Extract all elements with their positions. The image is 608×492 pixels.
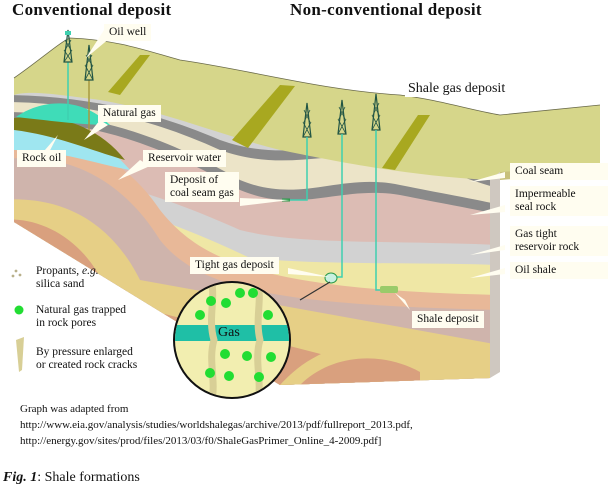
label-oil-shale: Oil shale [510, 262, 608, 279]
label-oil-well: Oil well [104, 24, 152, 41]
propant-dots-icon [11, 269, 22, 278]
tight-gas-magnifier [173, 281, 291, 399]
gas-well-3 [371, 93, 398, 293]
rock-crack-icon [16, 337, 24, 372]
legend-natural-gas: Natural gas trapped in rock pores [36, 304, 127, 329]
legend-propants: Propants, e.g. silica sand [36, 265, 99, 290]
gas-well-2 [324, 99, 347, 284]
label-impermeable-seal-rock: Impermeable seal rock [510, 186, 608, 216]
green-dot-icon [14, 305, 24, 315]
surface-layer [14, 38, 600, 180]
callout-pointers [38, 30, 505, 310]
source-url-1[interactable]: http://www.eia.gov/analysis/studies/worl… [20, 419, 413, 431]
oil-well-2 [84, 44, 94, 130]
legend-rock-cracks: By pressure enlarged or created rock cra… [36, 346, 138, 371]
label-gas-tight-reservoir-rock: Gas tight reservoir rock [510, 226, 608, 256]
gas-pores [195, 288, 276, 382]
label-coal-seam: Coal seam [510, 163, 608, 180]
label-gas: Gas [218, 325, 240, 340]
source-intro: Graph was adapted from [20, 403, 129, 415]
oil-well-1 [63, 29, 73, 120]
label-shale-deposit: Shale deposit [412, 311, 484, 328]
label-coal-seam-gas: Deposit of coal seam gas [165, 172, 239, 202]
label-tight-gas-deposit: Tight gas deposit [190, 257, 279, 274]
heading-conventional: Conventional deposit [12, 0, 172, 19]
label-shale-gas-deposit: Shale gas deposit [405, 81, 509, 97]
heading-non-conventional: Non-conventional deposit [290, 0, 482, 19]
label-reservoir-water: Reservoir water [143, 150, 227, 167]
label-natural-gas: Natural gas [98, 105, 161, 122]
label-rock-oil: Rock oil [17, 150, 67, 167]
figure-caption: Fig. 1: Shale formations [3, 470, 140, 485]
source-url-2[interactable]: http://energy.gov/sites/prod/files/2013/… [20, 435, 382, 447]
